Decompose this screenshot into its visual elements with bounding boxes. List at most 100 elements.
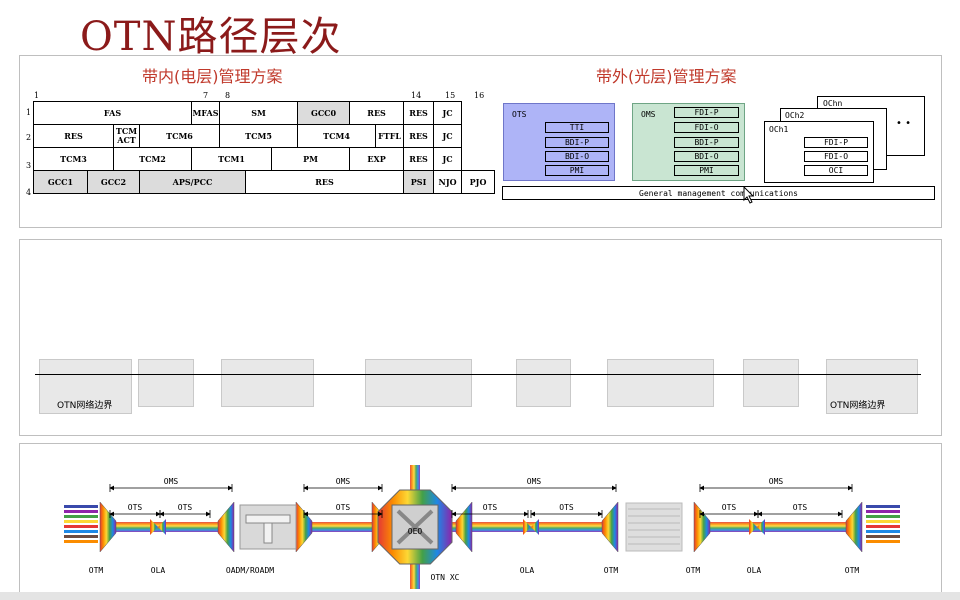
och1-label: OCh1 (769, 125, 789, 134)
oh-cell: MFAS (191, 101, 221, 125)
oms-field: FDI-P (674, 107, 739, 118)
amplifier-icon (531, 519, 539, 535)
oh-cell: RES (33, 124, 114, 148)
boundary-label-right: OTN网络边界 (830, 401, 886, 411)
oms-dimension-label: OMS (527, 477, 542, 486)
amplifier-icon (757, 519, 765, 535)
oh-cell: SM (219, 101, 299, 125)
fiber-bundle-right (866, 530, 900, 533)
oh-cell: NJO (433, 170, 463, 194)
row-number: 2 (26, 133, 32, 142)
oh-cell: TCM4 (297, 124, 377, 148)
network-node (138, 359, 194, 407)
node-label: OLA (520, 566, 535, 575)
mux-trapezoid (845, 501, 863, 553)
oh-cell: FAS (32, 101, 193, 125)
ots-field: BDI-O (545, 151, 609, 162)
fiber-bundle-left (64, 535, 98, 538)
ots-field: PMI (545, 165, 609, 176)
amplifier-icon (749, 519, 757, 535)
oh-cell: TCM3 (33, 147, 114, 171)
fiber-bundle-left (64, 520, 98, 523)
network-node (221, 359, 314, 407)
oh-cell: GCC0 (297, 101, 351, 125)
node-label: OADM/ROADM (226, 566, 274, 575)
oh-cell: RES (403, 101, 435, 125)
oh-cell: JC (433, 147, 463, 171)
outband-heading: 带外(光层)管理方案 (596, 67, 737, 86)
inband-heading: 带内(电层)管理方案 (142, 67, 283, 86)
oh-cell: PJO (461, 170, 495, 194)
ots-dimension-label: OTS (483, 503, 498, 512)
mux-trapezoid (295, 501, 313, 553)
ellipsis-dots: • • (896, 118, 911, 129)
fiber-bundle-right (866, 515, 900, 518)
oh-cell: TCM6 (138, 124, 221, 148)
ots-dimension-label: OTS (722, 503, 737, 512)
oh-cell: RES (245, 170, 405, 194)
mux-trapezoid (601, 501, 619, 553)
fiber-bundle-left (64, 515, 98, 518)
row-number: 4 (26, 188, 32, 197)
boundary-label-left: OTN网络边界 (57, 401, 113, 411)
oms-dimension-label: OMS (336, 477, 351, 486)
fiber-bundle-right (866, 525, 900, 528)
network-node (365, 359, 472, 407)
oms-dimension-label: OMS (164, 477, 179, 486)
oms-field: BDI-P (674, 137, 739, 148)
oh-cell: RES (403, 124, 435, 148)
col-number: 15 (445, 91, 456, 100)
oh-cell: PM (271, 147, 351, 171)
fiber-bundle-right (866, 505, 900, 508)
col-number: 14 (411, 91, 422, 100)
amplifier-icon (158, 519, 166, 535)
otm-box (625, 502, 683, 552)
mouse-cursor-icon (743, 186, 755, 204)
mux-trapezoid (217, 501, 235, 553)
node-label: OTM (686, 566, 701, 575)
oeo-cross (396, 509, 434, 545)
oh-cell: JC (433, 101, 463, 125)
och2-label: OCh2 (785, 111, 805, 120)
ots-field: TTI (545, 122, 609, 133)
oh-cell: TCM1 (191, 147, 273, 171)
node-label: OTM (89, 566, 104, 575)
oms-field: PMI (674, 165, 739, 176)
otn-chain-panel (19, 443, 942, 593)
oh-cell: TCM2 (112, 147, 193, 171)
amplifier-icon (523, 519, 531, 535)
node-label: OTN XC (431, 573, 460, 582)
col-number: 16 (474, 91, 485, 100)
fiber-bundle-right (866, 535, 900, 538)
network-node (516, 359, 571, 407)
oms-dimension-label: OMS (769, 477, 784, 486)
och-field: OCI (804, 165, 868, 176)
network-node (39, 359, 132, 414)
ots-dimension-label: OTS (336, 503, 351, 512)
oh-cell: GCC1 (33, 170, 88, 194)
oms-field: FDI-O (674, 122, 739, 133)
chain-nodes: OEO (99, 489, 863, 565)
oadm-bar (245, 514, 291, 524)
bottom-bar (0, 592, 960, 600)
fiber-segment (700, 522, 860, 532)
node-label: OLA (747, 566, 762, 575)
node-label: OLA (151, 566, 166, 575)
ots-dimension-label: OTS (559, 503, 574, 512)
fiber-bundle-left (64, 540, 98, 543)
fiber-segment (116, 522, 226, 532)
mux-trapezoid (455, 501, 473, 553)
oh-cell: EXP (349, 147, 405, 171)
mux-trapezoid (99, 501, 117, 553)
col-number: 7 (203, 91, 209, 100)
oh-cell: RES (349, 101, 405, 125)
fiber-bundle-left (64, 510, 98, 513)
oh-cell: TCM5 (219, 124, 299, 148)
fiber-bundle-left (64, 530, 98, 533)
col-number: 8 (225, 91, 231, 100)
row-number: 3 (26, 161, 32, 170)
ots-dimension-label: OTS (793, 503, 808, 512)
ots-label: OTS (512, 110, 527, 119)
